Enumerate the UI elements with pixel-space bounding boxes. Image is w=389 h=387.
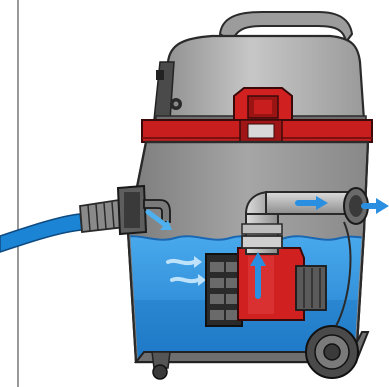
- lid-latch-icon: [234, 88, 292, 120]
- red-band: [142, 120, 372, 142]
